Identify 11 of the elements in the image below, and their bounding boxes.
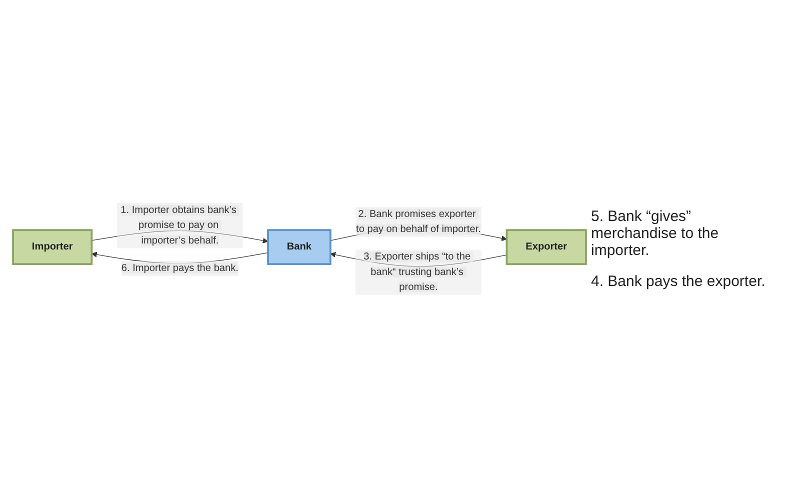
edge-label: 2. Bank promises exporter to pay on behalf of importer. bbox=[356, 208, 481, 234]
node-box: Importer bbox=[12, 228, 93, 265]
edge-label: 6. Importer pays the bank. bbox=[121, 262, 238, 274]
edge-label: 3. Exporter ships “to the bank“ trusting bank’s promise. bbox=[364, 251, 471, 292]
node-box: Bank bbox=[267, 228, 332, 265]
step-note: 5. Bank “gives” merchandise to the importer. bbox=[591, 208, 720, 258]
arrow bbox=[330, 252, 508, 266]
edge-label: 1. Importer obtains bank’s promise to pay on importer’s behalf. bbox=[120, 204, 236, 246]
node-box: Exporter bbox=[506, 228, 587, 265]
arrow bbox=[91, 230, 268, 243]
step-note: 4. Bank pays the exporter. bbox=[591, 272, 766, 290]
